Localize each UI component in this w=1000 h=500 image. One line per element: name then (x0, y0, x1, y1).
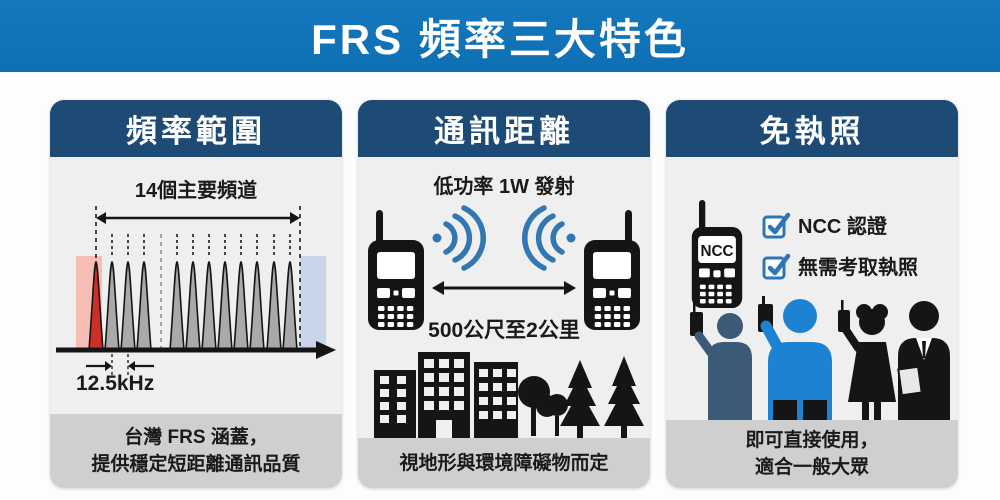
checklist-item-label: NCC 認證 (798, 216, 887, 238)
page-title: FRS 頻率三大特色 (311, 15, 689, 63)
people-with-radios-icon (690, 296, 950, 420)
channels-count-label: 14個主要頻道 (134, 180, 258, 202)
title-bar: FRS 頻率三大特色 (0, 0, 1000, 72)
channel-peak-red (88, 260, 104, 351)
footer-text-line: 台灣 FRS 涵蓋， (124, 427, 268, 448)
panel-license-free-footer: 即可直接使用， 適合一般大眾 (666, 420, 958, 488)
footer-text-line: 提供穩定短距離通訊品質 (91, 454, 301, 475)
frequency-spectrum-diagram (56, 206, 336, 378)
panel-communication-distance: 通訊距離 低功率 1W 發射 (358, 100, 650, 488)
panel-frequency-range-header: 頻率範圍 (50, 100, 342, 157)
channel-peaks-gray (104, 260, 298, 351)
range-label: 500公尺至2公里 (428, 319, 580, 342)
person-suit (897, 301, 950, 420)
footer-text-line: 視地形與環境障礙物而定 (399, 452, 609, 474)
ncc-walkie-talkie-icon: NCC (691, 200, 743, 308)
distance-arrow (432, 281, 576, 295)
checklist-item-ncc: NCC 認證 (762, 210, 918, 239)
person-woman (838, 300, 896, 420)
checkbox-checked-icon (762, 253, 791, 279)
walkie-talkie-left-icon (368, 210, 424, 330)
panel-frequency-range-footer: 台灣 FRS 涵蓋， 提供穩定短距離通訊品質 (50, 414, 342, 488)
footer-text-line: 即可直接使用， (745, 430, 879, 451)
panel-license-free-title: 免執照 (759, 114, 865, 149)
license-checklist: NCC 認證 無需考取執照 (762, 210, 918, 280)
right-guard-band (300, 256, 326, 350)
channel-tick-dashes (111, 234, 291, 256)
channel-span-arrow (96, 212, 300, 224)
signal-waves-right-icon (522, 205, 576, 271)
spacing-marks (86, 354, 154, 378)
channel-spacing-label: 12.5kHz (76, 372, 155, 395)
panel-communication-distance-footer: 視地形與環境障礙物而定 (358, 438, 650, 488)
ncc-screen-label: NCC (700, 243, 733, 260)
panel-frequency-range: 頻率範圍 14個主要頻道 (50, 100, 342, 488)
person-slate (690, 300, 752, 420)
checklist-item-no-exam: 無需考取執照 (762, 251, 918, 280)
buildings-trees-icon (374, 352, 644, 438)
frequency-axis (56, 341, 336, 359)
signal-waves-left-icon (432, 205, 486, 271)
panel-frequency-range-title: 頻率範圍 (126, 114, 266, 149)
checkbox-checked-icon (762, 212, 791, 238)
panel-license-free: 免執照 NCC NCC 認證 (666, 100, 958, 488)
walkie-talkie-right-icon (584, 210, 640, 330)
power-label: 低功率 1W 發射 (433, 176, 575, 198)
footer-text-line: 適合一般大眾 (754, 457, 869, 478)
radios-range-diagram (368, 205, 640, 330)
panel-communication-distance-title: 通訊距離 (434, 114, 574, 149)
panel-license-free-header: 免執照 (666, 100, 958, 157)
person-blue (758, 296, 832, 420)
checklist-item-label: 無需考取執照 (798, 257, 918, 279)
panel-communication-distance-header: 通訊距離 (358, 100, 650, 157)
